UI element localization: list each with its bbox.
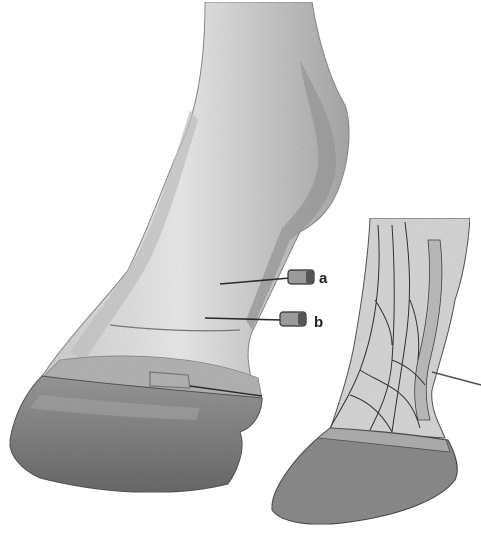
- label-a: a: [319, 270, 328, 287]
- large-limb: [10, 2, 349, 492]
- small-limb-leg: [330, 218, 470, 438]
- small-limb: [272, 218, 470, 524]
- label-b: b: [314, 314, 323, 331]
- needle-d: [432, 372, 481, 385]
